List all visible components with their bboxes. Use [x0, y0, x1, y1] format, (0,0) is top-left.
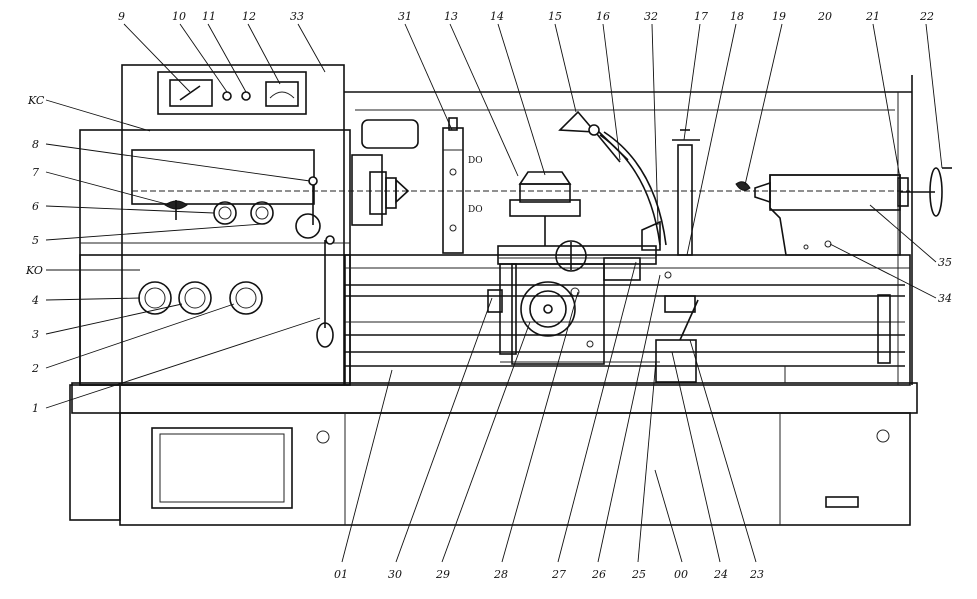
headstock-cabinet: [121, 64, 345, 386]
carriage: [487, 110, 700, 383]
tool-post: [518, 171, 572, 185]
tailstock-handwheel: [929, 167, 943, 217]
label-top-10: 10: [172, 10, 186, 23]
label-right-34: 34: [938, 292, 952, 305]
dial-6b: [250, 201, 274, 225]
chuck-guard: [361, 119, 419, 149]
bed-top-rail: [71, 382, 918, 414]
label-left-kc: KC: [27, 94, 45, 107]
callout-labels: 9 10 11 12 33 31 13 14 15 16 32 17 18 19…: [25, 10, 952, 581]
lamp: [558, 110, 597, 133]
label-left-4: 4: [31, 294, 39, 307]
lamp-11: [241, 91, 251, 101]
label-top-13: 13: [444, 10, 458, 23]
lathe-body: [69, 64, 918, 526]
chuck: DO DO: [351, 117, 483, 254]
label-left-8: 8: [32, 138, 39, 151]
label-top-15: 15: [548, 10, 562, 23]
label-bottom-27: 27: [551, 568, 566, 581]
lamp-10: [222, 91, 232, 101]
cross-feed-wheel: [555, 240, 587, 272]
headstock-front: [79, 129, 351, 386]
label-top-20: 20: [817, 10, 832, 23]
apron: [511, 263, 605, 365]
gearbox-dial-2: [178, 281, 212, 315]
svg-text:DO: DO: [468, 205, 483, 215]
tailstock-body: [769, 174, 901, 256]
label-left-1: 1: [32, 402, 39, 415]
label-left-3: 3: [32, 328, 39, 341]
lathe-bed: [344, 254, 911, 386]
label-bottom-01: 01: [334, 568, 348, 581]
label-bottom-29: 29: [435, 568, 450, 581]
label-bottom-00: 00: [674, 568, 688, 581]
label-left-7: 7: [32, 166, 39, 179]
label-bottom-24: 24: [713, 568, 728, 581]
feed-lever-box: [655, 339, 697, 383]
tailstock: [735, 167, 952, 256]
gearbox-dial-3: [229, 281, 263, 315]
label-left-ko: KO: [25, 264, 43, 277]
left-pedestal-side: [69, 384, 121, 521]
leader-lines: [45, 23, 943, 563]
gearbox: [79, 254, 351, 386]
base: [119, 412, 911, 526]
label-top-33: 33: [290, 10, 304, 23]
headstock-window: [131, 149, 315, 205]
label-bottom-28: 28: [493, 568, 508, 581]
chip-guard: [677, 144, 693, 256]
lever-8: [308, 176, 318, 186]
label-left-2: 2: [31, 362, 39, 375]
label-left-6: 6: [32, 200, 39, 213]
label-top-14: 14: [490, 10, 504, 23]
label-bottom-26: 26: [591, 568, 606, 581]
steady-rest: [442, 127, 464, 254]
left-door: [151, 427, 293, 509]
label-top-21: 21: [865, 10, 880, 23]
label-top-11: 11: [202, 10, 216, 23]
tailstock-clamp: [735, 181, 751, 191]
label-top-22: 22: [919, 10, 934, 23]
dial-6a: [213, 201, 237, 225]
label-top-31: 31: [398, 10, 412, 23]
label-right-35: 35: [938, 256, 952, 269]
meter-12: [265, 81, 299, 107]
gearbox-lever: [316, 322, 334, 348]
label-top-19: 19: [772, 10, 786, 23]
control-panel: [157, 71, 307, 115]
label-left-5: 5: [32, 234, 39, 247]
label-top-9: 9: [118, 10, 125, 23]
switch-9: [169, 79, 213, 107]
dial-5: [295, 213, 321, 239]
label-bottom-30: 30: [388, 568, 402, 581]
label-top-18: 18: [730, 10, 744, 23]
label-top-12: 12: [242, 10, 256, 23]
label-top-32: 32: [644, 10, 658, 23]
gearbox-dial-1: [138, 281, 172, 315]
svg-text:DO: DO: [468, 156, 483, 166]
label-bottom-25: 25: [631, 568, 646, 581]
handwheel: [520, 281, 576, 337]
label-bottom-23: 23: [749, 568, 764, 581]
label-top-16: 16: [596, 10, 610, 23]
label-top-17: 17: [694, 10, 708, 23]
